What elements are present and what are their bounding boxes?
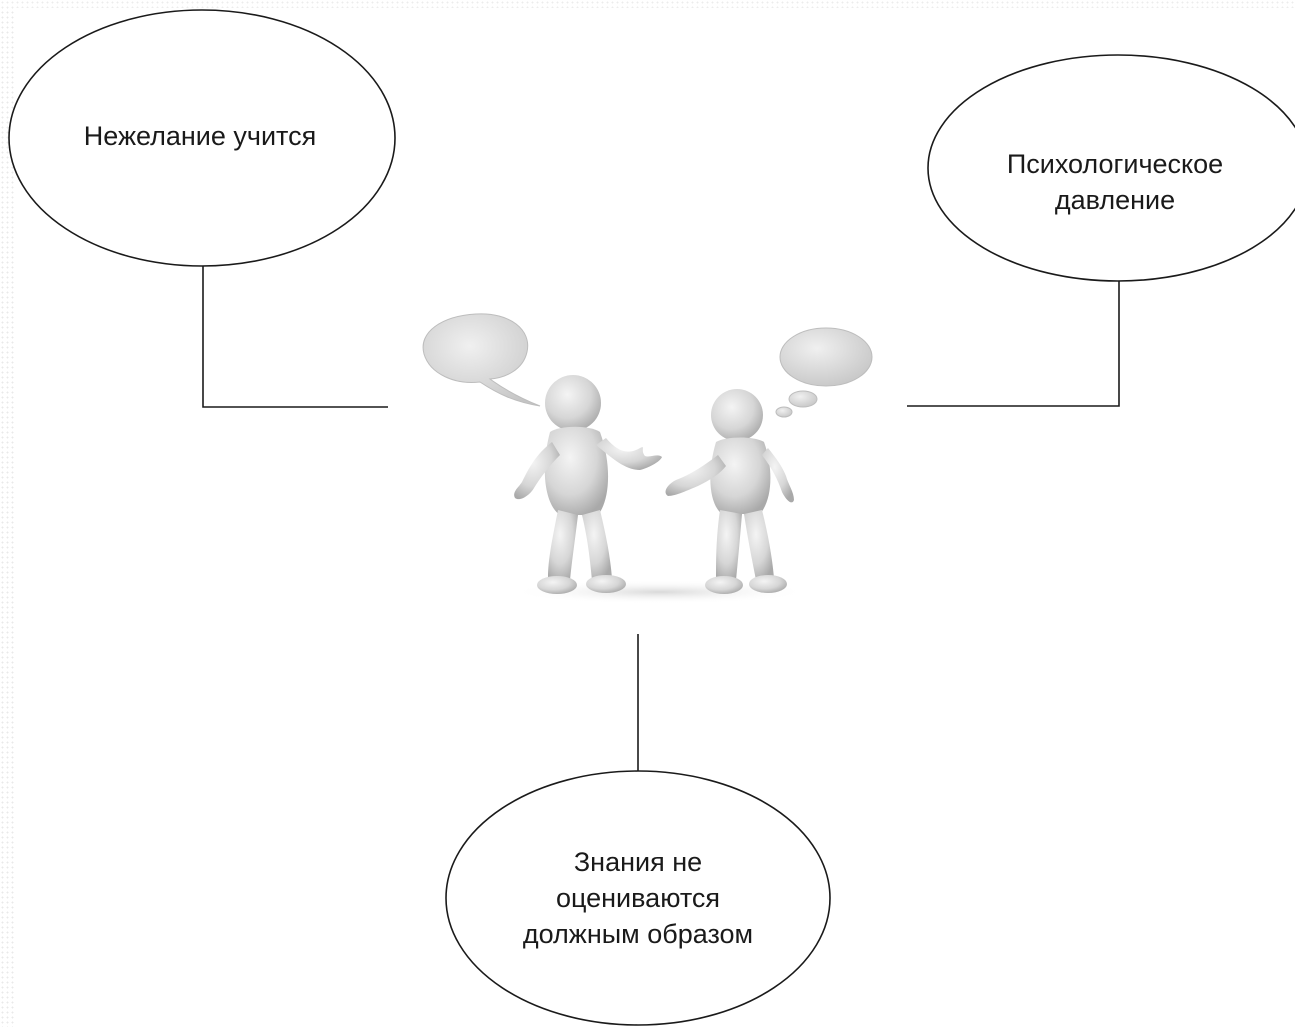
connector-left bbox=[202, 266, 388, 408]
node-right-label: Психологическое давление bbox=[1006, 149, 1224, 215]
node-bottom-label: Знания не оцениваются должным образом bbox=[522, 847, 754, 949]
speech-bubble-icon bbox=[422, 313, 541, 407]
node-left-ellipse bbox=[8, 9, 396, 267]
node-left-label: Нежелание учится bbox=[83, 121, 317, 151]
thought-bubble-icon bbox=[775, 327, 873, 418]
connector-right bbox=[907, 281, 1120, 407]
person-left-figure bbox=[514, 375, 662, 594]
two-people-talking-icon bbox=[422, 313, 873, 604]
person-right-figure bbox=[665, 389, 794, 594]
node-right-ellipse bbox=[927, 54, 1295, 282]
